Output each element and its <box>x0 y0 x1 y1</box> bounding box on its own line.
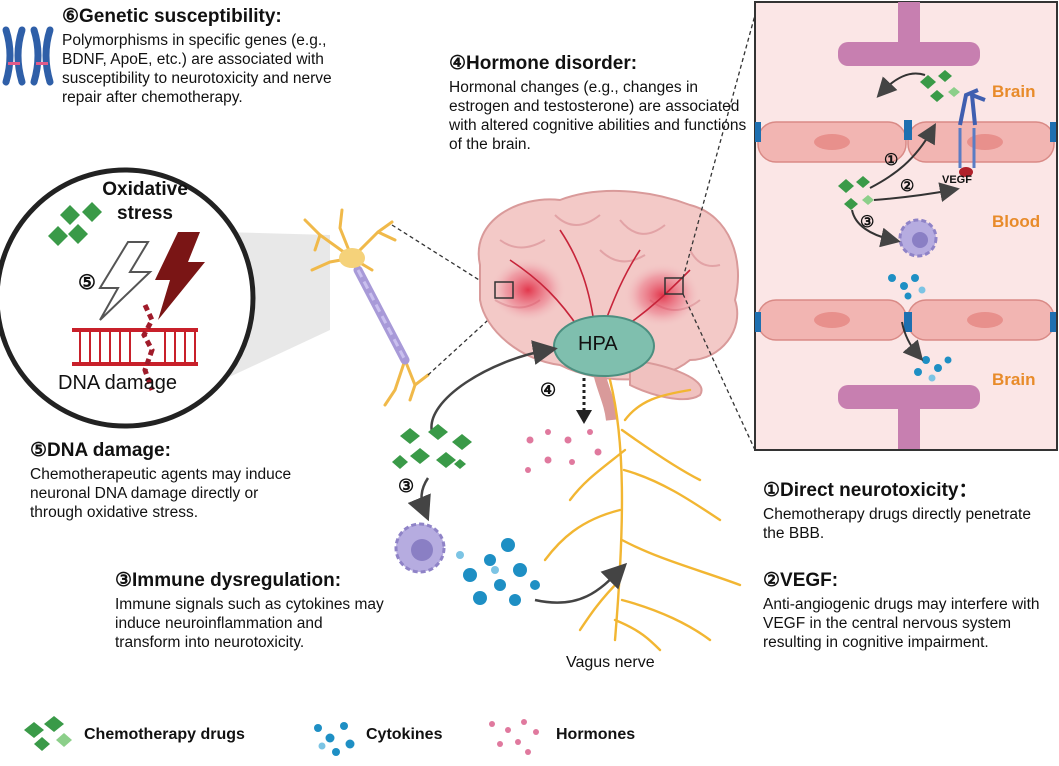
panel-vegf-label: VEGF <box>942 174 972 186</box>
chemo-drug-cluster <box>392 424 472 469</box>
vegf-title: ②VEGF: <box>763 570 839 591</box>
vagus-nerve-label: Vagus nerve <box>566 654 655 671</box>
hormone-title: ④Hormone disorder: <box>449 53 638 74</box>
panel-blood-label: Blood <box>992 212 1041 231</box>
panel-cytokines <box>888 274 952 382</box>
genetic-body: Polymorphisms in specific genes (e.g., B… <box>62 32 332 106</box>
legend-hormones-label: Hormones <box>556 726 636 743</box>
cytokine-cluster <box>456 538 540 606</box>
genetic-title: ⑥Genetic susceptibility: <box>62 6 282 27</box>
immune-cell-icon <box>394 522 446 574</box>
hormone-dots <box>525 429 602 473</box>
legend-chemo-label: Chemotherapy drugs <box>84 726 245 743</box>
panel-chemo-top <box>920 70 960 102</box>
hormone-body: Hormonal changes (e.g., changes in estro… <box>449 79 747 153</box>
legend-hormones-icon <box>489 719 539 755</box>
marker-5: ⑤ <box>78 272 96 294</box>
hpa-label: HPA <box>578 333 618 355</box>
panel-brain-bottom-label: Brain <box>992 370 1036 389</box>
panel-marker-2: ② <box>900 178 915 195</box>
endothelial-row-bottom <box>755 299 1056 341</box>
dna-body: Chemotherapeutic agents may induce neuro… <box>30 466 292 521</box>
legend-chemo-icon <box>24 716 72 751</box>
brain-icon <box>477 189 739 421</box>
panel-marker-3: ③ <box>860 214 875 231</box>
panel-chemo-blood <box>838 176 874 210</box>
panel-brain-top-label: Brain <box>992 82 1036 101</box>
dna-title: ⑤DNA damage: <box>30 440 171 461</box>
direct-body: Chemotherapy drugs directly penetrate th… <box>763 506 1031 542</box>
vagus-nerve-icon <box>543 378 742 652</box>
marker-4: ④ <box>540 380 557 400</box>
immune-title: ③Immune dysregulation: <box>115 570 342 591</box>
legend-cytokines-label: Cytokines <box>366 726 443 743</box>
oxidative-stress-label: Oxidative stress <box>102 179 188 224</box>
panel-immune-cell <box>898 218 938 258</box>
vegf-receptor-icon <box>958 88 986 177</box>
immune-body: Immune signals such as cytokines may ind… <box>115 596 384 651</box>
endothelial-row-top <box>755 120 1056 163</box>
neuron-terminal-top <box>838 2 980 66</box>
neuron-icon <box>303 208 430 407</box>
dna-damage-label: DNA damage <box>58 372 177 394</box>
neuron-terminal-bottom <box>838 385 980 449</box>
marker-3: ③ <box>398 476 415 496</box>
vegf-body: Anti-angiogenic drugs may interfere with… <box>763 596 1040 651</box>
direct-title: ①Direct neurotoxicity： <box>763 480 978 501</box>
panel-marker-1: ① <box>884 152 899 169</box>
chromosome-icon <box>2 26 54 86</box>
lightning-white-icon <box>98 241 153 321</box>
chemo-drug-icon <box>48 202 102 246</box>
legend-cytokines-icon <box>314 722 355 756</box>
lightning-dark-icon <box>155 232 205 320</box>
dna-ladder-icon <box>72 303 198 391</box>
